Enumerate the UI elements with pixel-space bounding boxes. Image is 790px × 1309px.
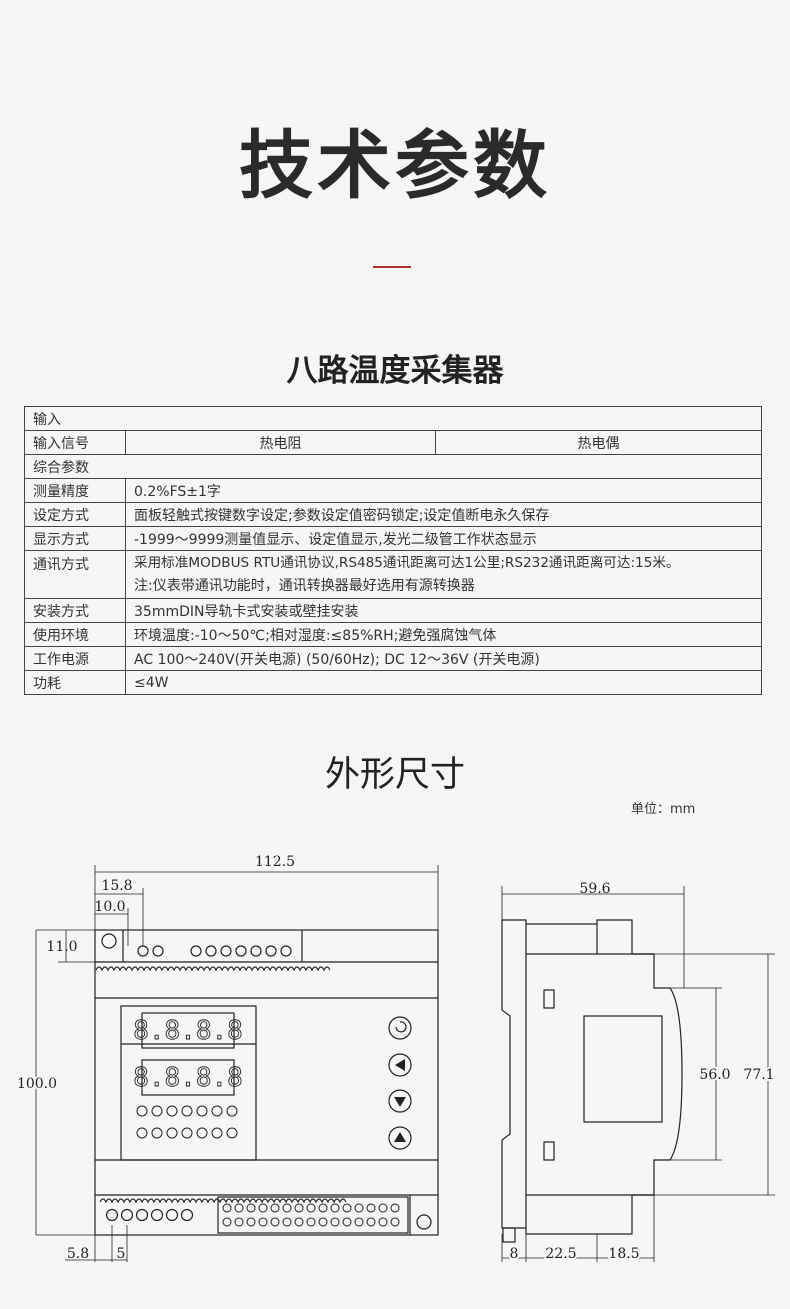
side-slot xyxy=(543,1141,555,1161)
row-label: 工作电源 xyxy=(24,646,126,671)
section-general-label: 综合参数 xyxy=(24,454,762,479)
table-row: 安装方式 35mmDIN导轨卡式安装或壁挂安装 xyxy=(24,598,762,623)
row-value: 0.2%FS±1字 xyxy=(125,478,762,503)
table-row: 功耗 ≤4W xyxy=(24,670,762,695)
section-input-label: 输入 xyxy=(24,406,762,431)
row-label: 通讯方式 xyxy=(24,550,126,599)
side-view xyxy=(501,919,683,1243)
front-dimensions xyxy=(35,865,439,1262)
mount-hole xyxy=(101,933,117,949)
lower-display xyxy=(141,1059,235,1096)
input-signal-rtd: 热电阻 xyxy=(125,430,436,455)
row-label: 测量精度 xyxy=(24,478,126,503)
led-row xyxy=(136,1105,238,1139)
table-row: 输入 xyxy=(24,406,762,431)
table-row: 输入信号 热电阻 热电偶 xyxy=(24,430,762,455)
table-row: 使用环境 环境温度:-10～50℃;相对湿度:≤85%RH;避免强腐蚀气体 xyxy=(24,622,762,647)
dim-bottom-1: 5.8 xyxy=(67,1246,89,1262)
upper-display-digits: 8.8.8.8 xyxy=(133,1016,243,1046)
bottom-terminal-block xyxy=(217,1196,409,1234)
dim-depth-1: 8 xyxy=(510,1246,519,1262)
vent-bottom xyxy=(99,1198,347,1204)
dim-depth-3: 18.5 xyxy=(608,1246,639,1262)
page-title: 技术参数 xyxy=(239,123,551,209)
side-dimensions xyxy=(501,886,775,1262)
down-button xyxy=(388,1089,412,1113)
table-row: 显示方式 -1999～9999测量值显示、设定值显示,发光二级管工作状态显示 xyxy=(24,526,762,551)
table-row: 通讯方式 采用标准MODBUS RTU通讯协议,RS485通讯距离可达1公里;R… xyxy=(24,550,762,599)
dim-offset-2: 10.0 xyxy=(94,899,125,915)
terminal-row-top xyxy=(137,945,292,957)
front-outline xyxy=(94,929,439,1236)
row-value-note: 注:仪表带通讯功能时，通讯转换器最好选用有源转换器 xyxy=(134,577,475,594)
terminal-row-bottom xyxy=(105,1208,194,1222)
row-value: 采用标准MODBUS RTU通讯协议,RS485通讯距离可达1公里;RS232通… xyxy=(125,550,762,599)
terminal-grid xyxy=(222,1203,400,1227)
input-signal-label: 输入信号 xyxy=(24,430,126,455)
row-label: 设定方式 xyxy=(24,502,126,527)
row-value: 35mmDIN导轨卡式安装或壁挂安装 xyxy=(125,598,762,623)
front-view xyxy=(94,929,439,1236)
row-value: ≤4W xyxy=(125,670,762,695)
dim-width-total: 112.5 xyxy=(255,854,295,870)
dim-depth-2: 22.5 xyxy=(545,1246,576,1262)
row-label: 安装方式 xyxy=(24,598,126,623)
dimensions-title: 外形尺寸 xyxy=(324,755,465,795)
product-title: 八路温度采集器 xyxy=(286,353,504,389)
row-value: -1999～9999测量值显示、设定值显示,发光二级管工作状态显示 xyxy=(125,526,762,551)
mount-hole xyxy=(416,1214,432,1230)
row-value: 面板轻触式按键数字设定;参数设定值密码锁定;设定值断电永久保存 xyxy=(125,502,762,527)
dimension-drawing: 8.8.8.8 8.8.8.8 112.5 15.8 10.0 11.0 100… xyxy=(15,854,777,1264)
set-button xyxy=(388,1016,412,1040)
side-window xyxy=(583,1015,663,1123)
din-clip xyxy=(502,1227,516,1243)
input-signal-tc: 热电偶 xyxy=(435,430,762,455)
row-value: 环境温度:-10～50℃;相对湿度:≤85%RH;避免强腐蚀气体 xyxy=(125,622,762,647)
down-arrow-icon xyxy=(394,1097,406,1107)
dim-depth-total: 59.6 xyxy=(579,881,610,897)
lower-display-digits: 8.8.8.8 xyxy=(133,1063,243,1093)
upper-display xyxy=(141,1012,235,1049)
table-row: 综合参数 xyxy=(24,454,762,479)
dim-offset-1: 15.8 xyxy=(101,878,132,894)
dim-bottom-2: 5 xyxy=(117,1246,126,1262)
vent-top xyxy=(95,966,331,972)
display-panel xyxy=(120,1005,257,1161)
table-row: 测量精度 0.2%FS±1字 xyxy=(24,478,762,503)
side-outline xyxy=(501,919,683,1235)
dim-height-total: 100.0 xyxy=(17,1076,57,1092)
dim-height-total-side: 77.1 xyxy=(743,1067,774,1083)
row-label: 功耗 xyxy=(24,670,126,695)
left-arrow-icon xyxy=(395,1059,405,1071)
up-button xyxy=(388,1126,412,1150)
left-button xyxy=(388,1053,412,1077)
row-label: 显示方式 xyxy=(24,526,126,551)
title-divider xyxy=(373,266,411,268)
row-label: 使用环境 xyxy=(24,622,126,647)
table-row: 设定方式 面板轻触式按键数字设定;参数设定值密码锁定;设定值断电永久保存 xyxy=(24,502,762,527)
up-arrow-icon xyxy=(394,1132,406,1142)
spec-table: 输入 输入信号 热电阻 热电偶 综合参数 测量精度 0.2%FS±1字 设定方式… xyxy=(24,406,762,695)
unit-label: 单位：mm xyxy=(631,802,696,817)
table-row: 工作电源 AC 100～240V(开关电源) (50/60Hz); DC 12～… xyxy=(24,646,762,671)
row-value: AC 100～240V(开关电源) (50/60Hz); DC 12～36V (… xyxy=(125,646,762,671)
row-value-line: 采用标准MODBUS RTU通讯协议,RS485通讯距离可达1公里;RS232通… xyxy=(134,554,680,571)
side-slot xyxy=(543,989,555,1009)
dim-top-offset: 11.0 xyxy=(46,939,77,955)
dim-height-inner: 56.0 xyxy=(699,1067,730,1083)
